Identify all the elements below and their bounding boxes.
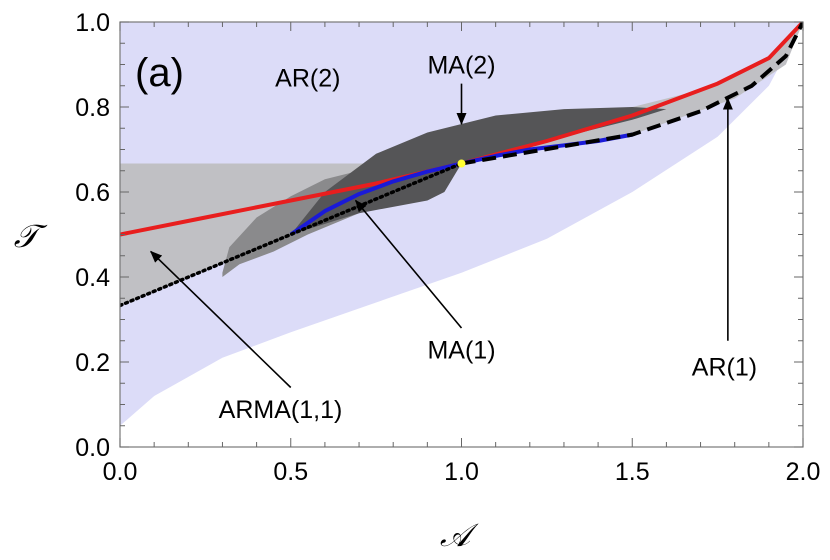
x-axis-title: 𝒜 xyxy=(440,516,479,554)
y-tick-label: 0.6 xyxy=(75,179,110,207)
y-tick-label: 0.0 xyxy=(75,434,110,462)
y-axis-title: 𝒯 xyxy=(14,217,48,255)
annotation-arrow-3 xyxy=(150,250,292,389)
x-tick-label: 1.5 xyxy=(615,458,650,486)
series-line-0 xyxy=(120,22,803,237)
annotation-arrow-2 xyxy=(354,199,463,329)
annotation-label: AR(1) xyxy=(692,353,757,381)
region-layer xyxy=(120,22,803,426)
highlight-point-0 xyxy=(457,159,466,168)
y-tick-label: 1.0 xyxy=(75,9,110,37)
panel-label: (a) xyxy=(135,51,184,95)
annotation-label: AR(2) xyxy=(275,64,340,92)
annotation-layer: AR(2) MA(2) MA(1) ARMA(1,1) AR(1) xyxy=(150,52,757,424)
x-tick-label: 0.0 xyxy=(103,458,138,486)
annotation-label: ARMA(1,1) xyxy=(219,396,343,424)
series-line-2 xyxy=(120,161,464,308)
x-tick-label: 1.0 xyxy=(444,458,479,486)
region-1 xyxy=(120,163,462,306)
annotation-label: MA(1) xyxy=(427,336,495,364)
x-tick-label: 0.5 xyxy=(273,458,308,486)
y-tick-label: 0.8 xyxy=(75,94,110,122)
region-4 xyxy=(290,107,667,235)
point-layer xyxy=(457,159,466,168)
x-tick-label: 2.0 xyxy=(786,458,821,486)
y-tick-label: 0.2 xyxy=(75,349,110,377)
tick-layer: 0.0 0.5 1.0 1.5 2.0 0.0 0.2 0.4 0.6 0.8 1.0 xyxy=(75,9,820,486)
annotation-label: MA(2) xyxy=(427,52,495,80)
y-tick-label: 0.4 xyxy=(75,264,110,292)
